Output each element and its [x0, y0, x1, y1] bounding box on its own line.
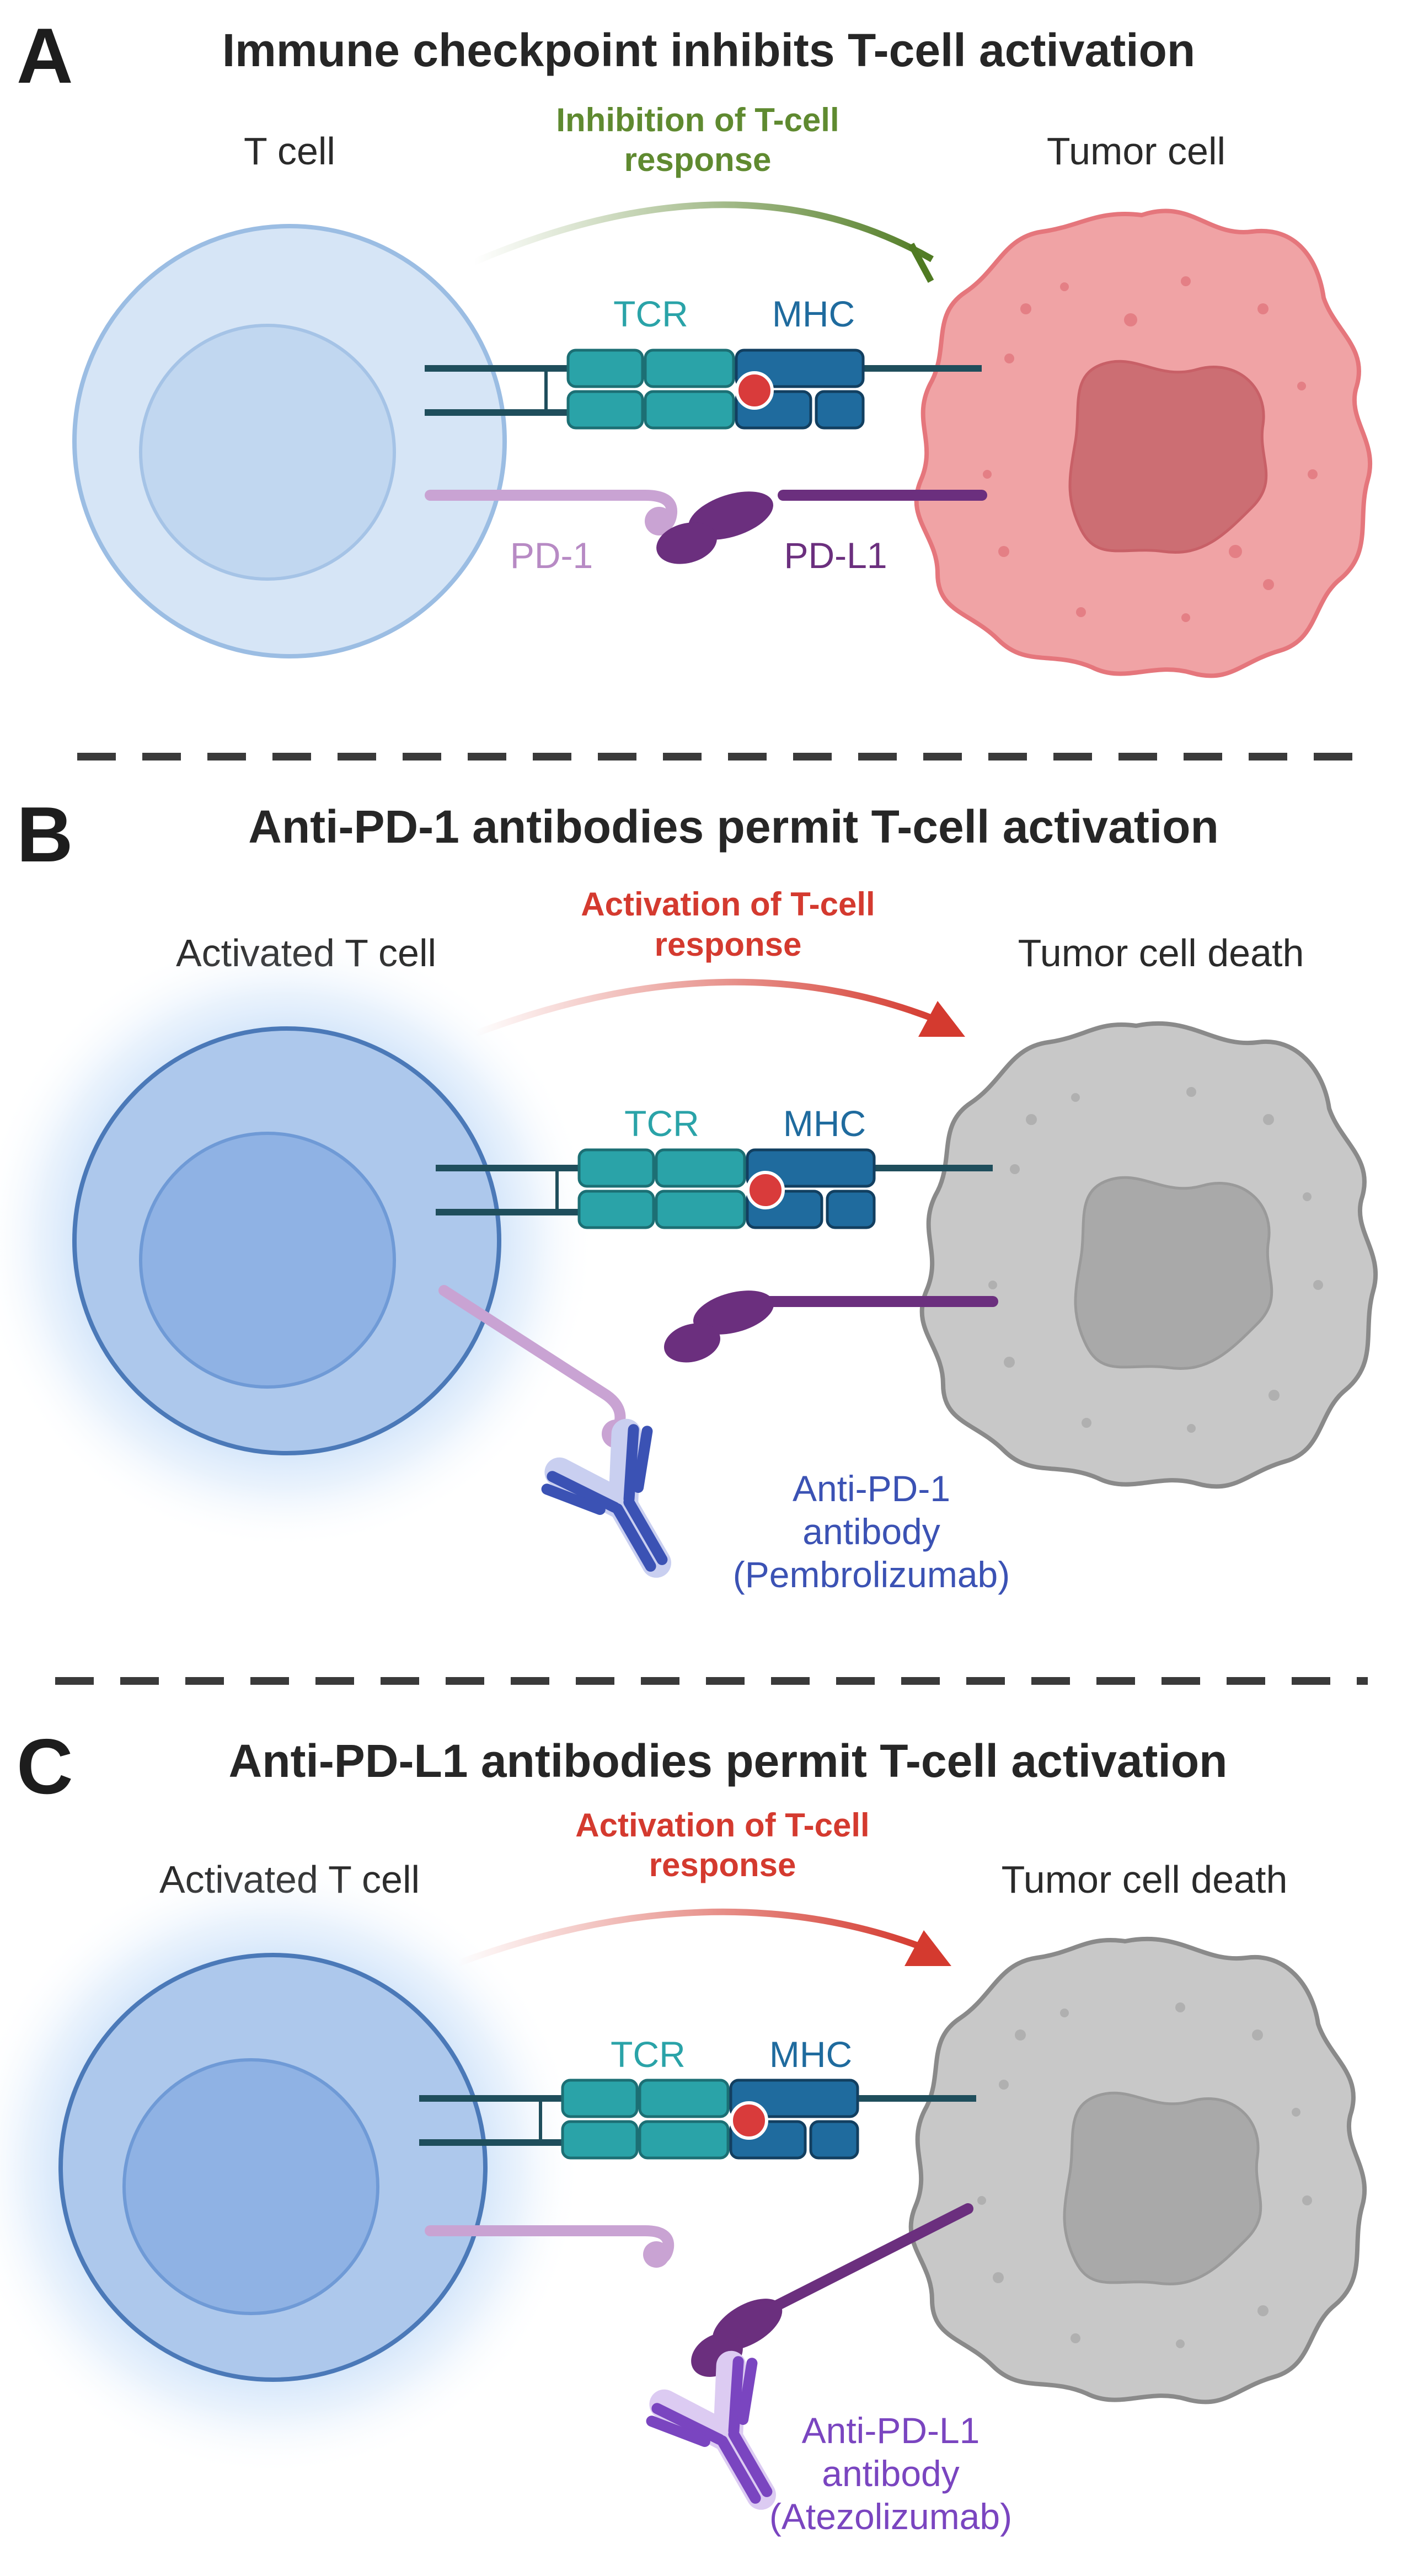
- t-cell: [72, 224, 507, 658]
- activation-arrow: [473, 978, 939, 1037]
- anti-pdl1-antibody: [646, 2350, 776, 2510]
- mhc-label: MHC: [769, 2034, 852, 2075]
- activation-label-line2: response: [649, 1846, 796, 1883]
- t-cell-nucleus: [139, 1132, 396, 1389]
- anti-pd1-label-line2: antibody: [802, 1511, 940, 1552]
- activated-t-cell: [0, 932, 596, 1550]
- anti-pd1-label-line3: (Pembrolizumab): [733, 1554, 1010, 1595]
- panel-c-title: Anti-PD-L1 antibodies permit T-cell acti…: [229, 1735, 1228, 1787]
- tcr-label: TCR: [613, 293, 688, 334]
- tumor-cell-death-label: Tumor cell death: [1002, 1858, 1288, 1901]
- dying-tumor-cell: [919, 1021, 1378, 1489]
- tumor-nucleus: [1063, 2091, 1262, 2285]
- tumor-cell-death-label: Tumor cell death: [1018, 931, 1304, 974]
- tcr-mhc-complex: [419, 2079, 976, 2160]
- antigen-peptide: [730, 2101, 768, 2140]
- tcr-receptor: [566, 349, 735, 430]
- inhibition-label-line1: Inhibition of T-cell: [556, 101, 839, 138]
- panel-c: C Anti-PD-L1 antibodies permit T-cell ac…: [0, 1723, 1367, 2537]
- panel-b-title: Anti-PD-1 antibodies permit T-cell activ…: [248, 801, 1219, 853]
- antigen-peptide: [735, 371, 774, 410]
- dying-tumor-cell: [908, 1936, 1367, 2404]
- inhibition-label-line2: response: [624, 141, 772, 178]
- tcr-label: TCR: [624, 1103, 699, 1144]
- anti-pdl1-label-line3: (Atezolizumab): [769, 2496, 1012, 2537]
- tcr-receptor: [561, 2079, 730, 2160]
- panel-a-title: Immune checkpoint inhibits T-cell activa…: [222, 24, 1195, 76]
- tumor-nucleus: [1074, 1176, 1273, 1370]
- pd1-head: [643, 2241, 670, 2268]
- t-cell-label: T cell: [244, 130, 335, 173]
- panel-b: B Anti-PD-1 antibodies permit T-cell act…: [0, 791, 1378, 1595]
- activation-arrowhead: [918, 1001, 965, 1037]
- anti-pd1-antibody: [541, 1418, 671, 1578]
- tumor-cell-label: Tumor cell: [1047, 130, 1225, 173]
- tumor-speckles: [988, 1087, 1323, 1433]
- tumor-speckles: [977, 2002, 1312, 2348]
- pd1-head: [645, 507, 673, 535]
- mhc-label: MHC: [772, 293, 855, 334]
- activation-arrow: [456, 1908, 923, 1967]
- pdl1-stalk: [761, 2203, 973, 2316]
- inhibition-bar: [908, 243, 934, 283]
- tcr-mhc-complex: [436, 1148, 993, 1229]
- antigen-peptide: [746, 1171, 785, 1209]
- pdl1-lobe: [664, 1323, 720, 1363]
- panel-letter-b: B: [17, 791, 73, 879]
- panel-a: A Immune checkpoint inhibits T-cell acti…: [17, 12, 1373, 678]
- t-cell-nucleus: [122, 2058, 379, 2315]
- pdl1-lobe: [656, 522, 717, 564]
- t-cell-nucleus: [139, 324, 396, 581]
- tumor-nucleus: [1068, 360, 1268, 554]
- tcr-label: TCR: [611, 2034, 686, 2075]
- activation-label-line1: Activation of T-cell: [581, 886, 875, 923]
- activation-arrowhead: [904, 1930, 951, 1966]
- mhc-label: MHC: [783, 1103, 866, 1144]
- pd1-label: PD-1: [510, 535, 593, 576]
- tumor-cell: [914, 208, 1373, 678]
- anti-pdl1-label-line2: antibody: [822, 2453, 960, 2494]
- inhibition-arrow: [473, 201, 934, 265]
- panel-letter-a: A: [17, 12, 73, 100]
- activated-t-cell: [0, 1859, 582, 2476]
- panel-letter-c: C: [17, 1723, 73, 1811]
- pdl1-ligand: [693, 1290, 774, 1335]
- tcr-mhc-complex: [425, 349, 982, 430]
- activation-label-line2: response: [655, 926, 802, 963]
- anti-pdl1-label-line1: Anti-PD-L1: [802, 2410, 980, 2451]
- pdl1-label: PD-L1: [784, 535, 887, 576]
- tumor-speckles: [983, 276, 1318, 622]
- tcr-receptor: [577, 1148, 746, 1229]
- anti-pd1-label-line1: Anti-PD-1: [793, 1468, 950, 1509]
- activation-label-line1: Activation of T-cell: [575, 1807, 869, 1844]
